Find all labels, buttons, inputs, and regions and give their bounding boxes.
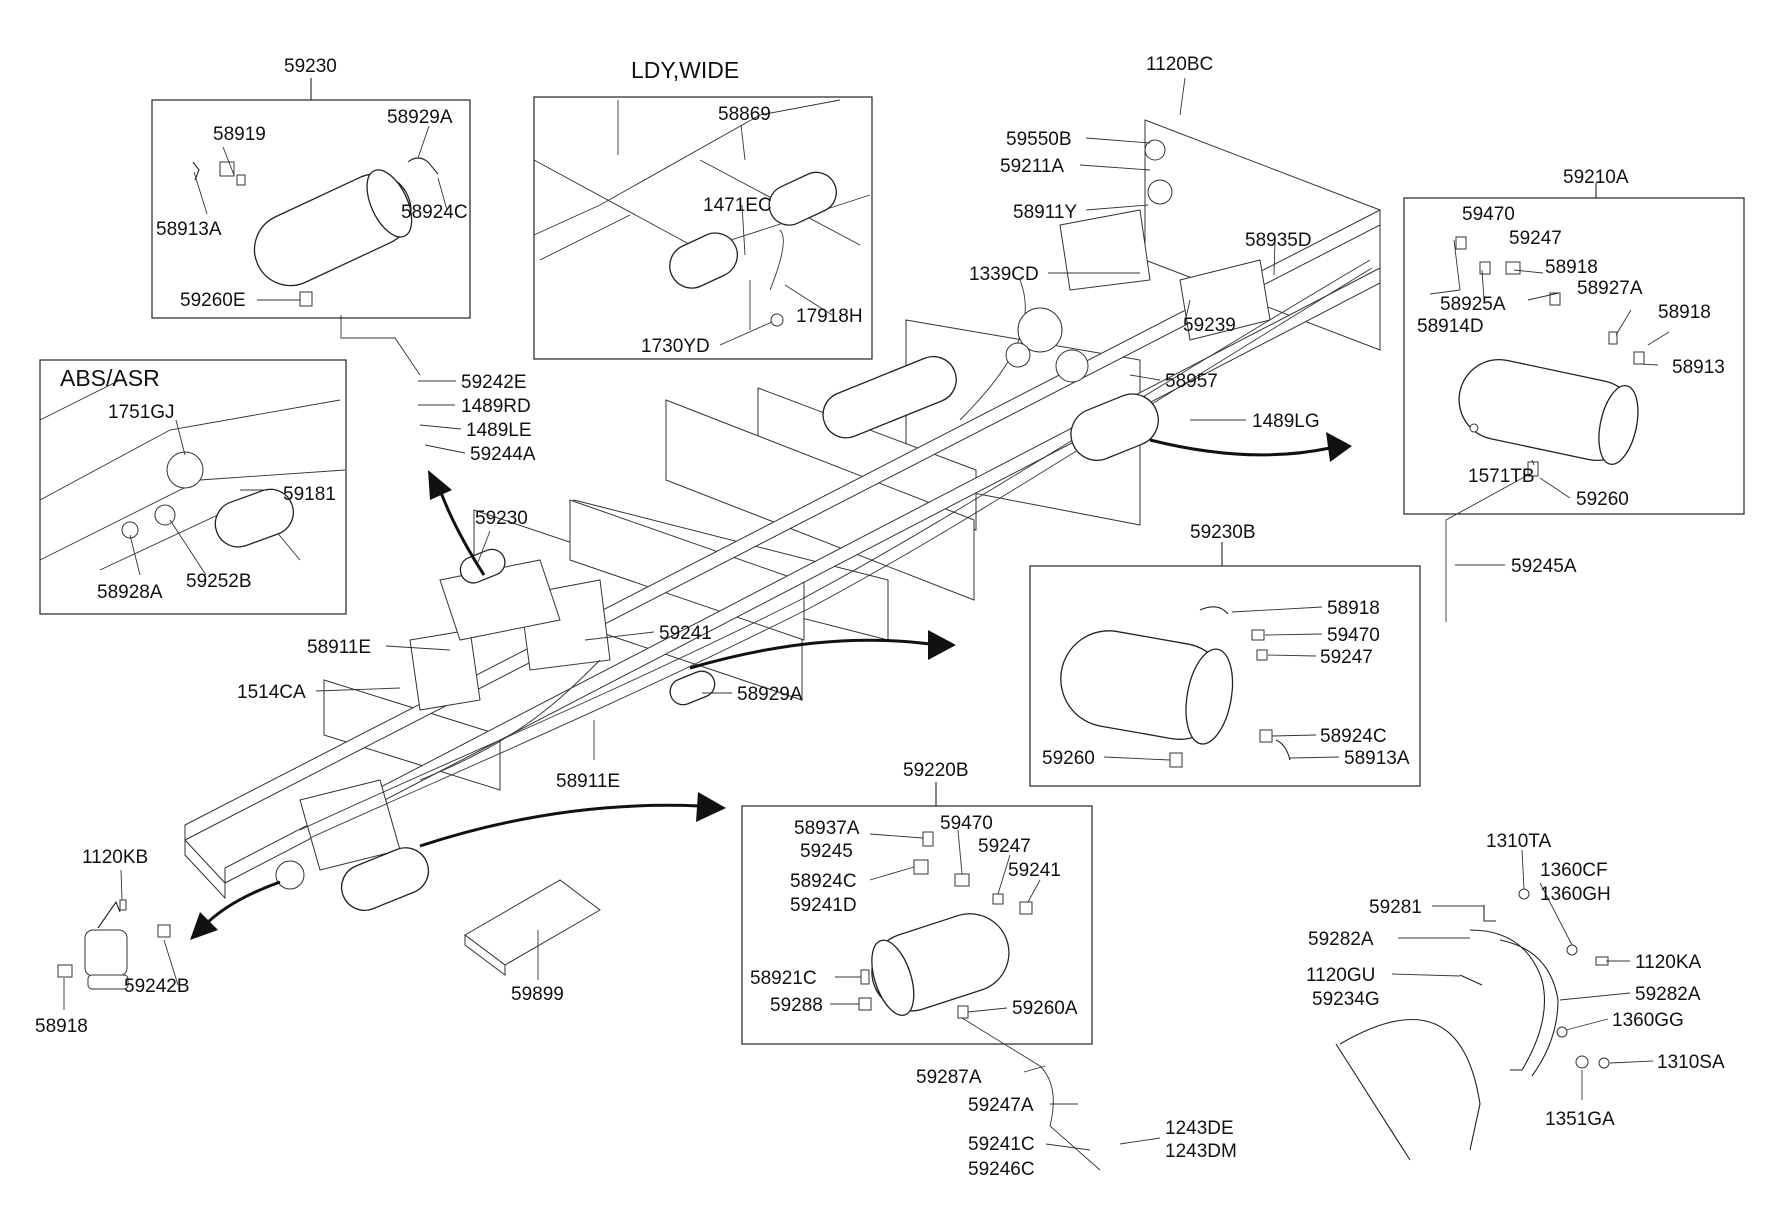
group-tank-59230B — [1029, 542, 1421, 787]
part-label: 59470 — [1462, 204, 1515, 225]
part-label: 1360GG — [1612, 1010, 1684, 1031]
part-label: 59260 — [1042, 748, 1095, 769]
part-label: 58919 — [213, 124, 266, 145]
part-label: 59241C — [968, 1134, 1035, 1155]
part-label: 58957 — [1165, 371, 1218, 392]
leader-lines — [63, 77, 1670, 1151]
part-label: 58913 — [1672, 357, 1725, 378]
part-label: 58935D — [1245, 230, 1312, 251]
part-label: 58924C — [1320, 726, 1387, 747]
part-label: 1351GA — [1545, 1109, 1615, 1130]
part-label: 1339CD — [969, 264, 1039, 285]
part-label: 59246C — [968, 1159, 1035, 1180]
part-label: 59470 — [940, 813, 993, 834]
part-label: 1751GJ — [108, 402, 175, 423]
part-label: 59247 — [1320, 647, 1373, 668]
part-label: 59288 — [770, 995, 823, 1016]
part-label: 59252B — [186, 571, 252, 592]
part-label: 58925A — [1440, 294, 1506, 315]
part-label: 58921C — [750, 968, 817, 989]
part-label: 1120GU — [1306, 965, 1375, 986]
part-label: 58914D — [1417, 316, 1484, 337]
group-title-59230: 59230 — [284, 56, 337, 77]
part-label: 59260A — [1012, 998, 1078, 1019]
part-labels: 59230 58919 58929A 58913A 58924C 59260E … — [35, 54, 1725, 1180]
part-label: 58913A — [1344, 748, 1410, 769]
part-label: 59242B — [124, 976, 190, 997]
part-label: 1120KB — [82, 847, 148, 868]
part-label: 59247 — [978, 836, 1031, 857]
part-label: 59241D — [790, 895, 857, 916]
part-label: 1489RD — [461, 396, 531, 417]
part-label: 59899 — [511, 984, 564, 1005]
part-label: 59242E — [461, 372, 527, 393]
part-label: 58924C — [401, 202, 468, 223]
part-label: 1489LG — [1252, 411, 1320, 432]
part-label: 59287A — [916, 1067, 982, 1088]
part-label: 58929A — [737, 684, 803, 705]
group-tank-59210A — [1403, 183, 1745, 622]
part-label: 59211A — [1000, 156, 1064, 177]
part-label: 58913A — [156, 219, 222, 240]
part-label: 59550B — [1006, 129, 1072, 150]
group-title-59220B: 59220B — [903, 760, 969, 781]
part-label: 59470 — [1327, 625, 1380, 646]
part-label: 1243DM — [1165, 1141, 1237, 1162]
group-title-abs-asr: ABS/ASR — [60, 365, 160, 391]
part-label: 58929A — [387, 107, 453, 128]
part-label: 1120BC — [1146, 54, 1213, 75]
part-label: 58911E — [307, 637, 371, 658]
group-abs-asr — [39, 359, 347, 615]
part-label: 1360GH — [1540, 884, 1611, 905]
part-label: 59247 — [1509, 228, 1562, 249]
chassis-frame — [184, 119, 1381, 976]
part-label: 59245A — [1511, 556, 1577, 577]
part-label: 58918 — [1327, 598, 1380, 619]
part-label: 59260E — [180, 290, 246, 311]
group-title-ldy-wide: LDY,WIDE — [631, 57, 739, 83]
part-label: 59260 — [1576, 489, 1629, 510]
part-label: 59244A — [470, 444, 536, 465]
part-label: 1571TB — [1468, 466, 1535, 487]
group-title-59210A: 59210A — [1563, 167, 1629, 188]
part-label: 59281 — [1369, 897, 1422, 918]
group-tank-59220B — [741, 782, 1101, 1171]
part-label: 59241 — [659, 623, 712, 644]
part-label: 17918H — [796, 306, 863, 327]
part-label: 1514CA — [237, 682, 306, 703]
part-label: 1310TA — [1486, 831, 1551, 852]
part-label: 58911E — [556, 771, 620, 792]
part-label: 58927A — [1577, 278, 1643, 299]
part-label: 59241 — [1008, 860, 1061, 881]
part-label: 58869 — [718, 104, 771, 125]
part-label: 1120KA — [1635, 952, 1702, 973]
part-label: 58918 — [1658, 302, 1711, 323]
group-ldy-wide — [533, 96, 873, 360]
part-label: 58937A — [794, 818, 860, 839]
part-label: 1489LE — [466, 420, 532, 441]
group-tank-strap — [1335, 888, 1610, 1161]
part-label: 59282A — [1308, 929, 1374, 950]
part-label: 1730YD — [641, 336, 710, 357]
part-label: 59181 — [283, 484, 336, 505]
part-label: 1471EC — [703, 195, 772, 216]
part-label: 1360CF — [1540, 860, 1608, 881]
part-label: 58911Y — [1013, 202, 1077, 223]
part-label: 58928A — [97, 582, 163, 603]
part-label: 59234G — [1312, 989, 1380, 1010]
group-relay-valve — [57, 899, 171, 990]
part-label: 59230 — [475, 508, 528, 529]
group-title-59230B: 59230B — [1190, 522, 1256, 543]
part-label: 1310SA — [1657, 1052, 1725, 1073]
part-label: 59282A — [1635, 984, 1701, 1005]
part-label: 1243DE — [1165, 1118, 1234, 1139]
part-label: 59239 — [1183, 315, 1236, 336]
part-label: 58924C — [790, 871, 857, 892]
part-label: 58918 — [1545, 257, 1598, 278]
part-label: 59247A — [968, 1095, 1034, 1116]
part-label: 58918 — [35, 1016, 88, 1037]
pointer-arrows — [190, 432, 1352, 940]
part-label: 59245 — [800, 841, 853, 862]
